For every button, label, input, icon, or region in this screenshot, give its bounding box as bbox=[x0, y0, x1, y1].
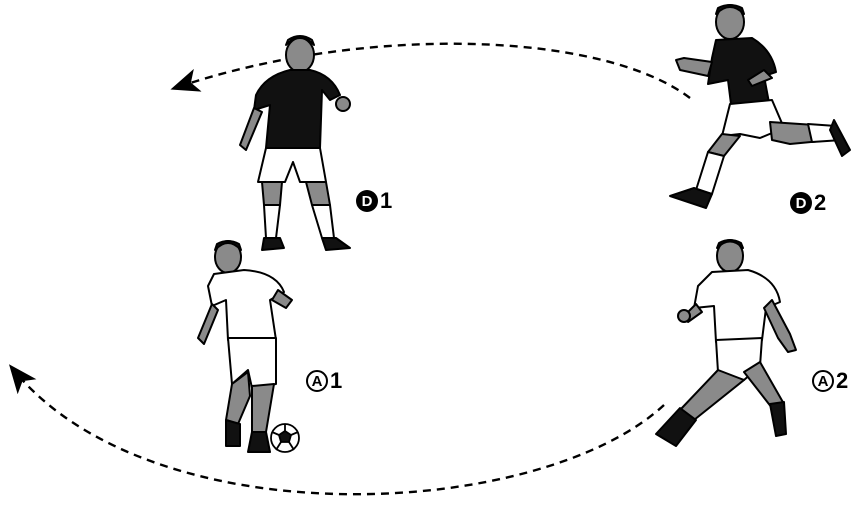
soccer-ball-icon bbox=[270, 423, 300, 453]
player-a2 bbox=[655, 239, 797, 447]
player-d1 bbox=[239, 35, 351, 251]
player-d2 bbox=[669, 4, 851, 209]
attacker-marker-icon: A bbox=[812, 370, 834, 392]
bottom-run-arrow bbox=[8, 364, 665, 496]
defender-marker-icon: D bbox=[356, 190, 378, 212]
label-d2-number: 2 bbox=[814, 190, 827, 215]
label-a1: A 1 bbox=[306, 368, 342, 394]
attacker-marker-icon: A bbox=[306, 370, 328, 392]
label-a1-number: 1 bbox=[330, 368, 343, 393]
player-a1 bbox=[197, 240, 293, 453]
label-a2: A 2 bbox=[812, 368, 848, 394]
label-d1-number: 1 bbox=[380, 188, 393, 213]
label-d1: D 1 bbox=[356, 188, 392, 214]
label-d2: D 2 bbox=[790, 190, 826, 216]
top-run-arrow bbox=[170, 42, 691, 99]
label-a2-number: 2 bbox=[836, 368, 849, 393]
defender-marker-icon: D bbox=[790, 192, 812, 214]
